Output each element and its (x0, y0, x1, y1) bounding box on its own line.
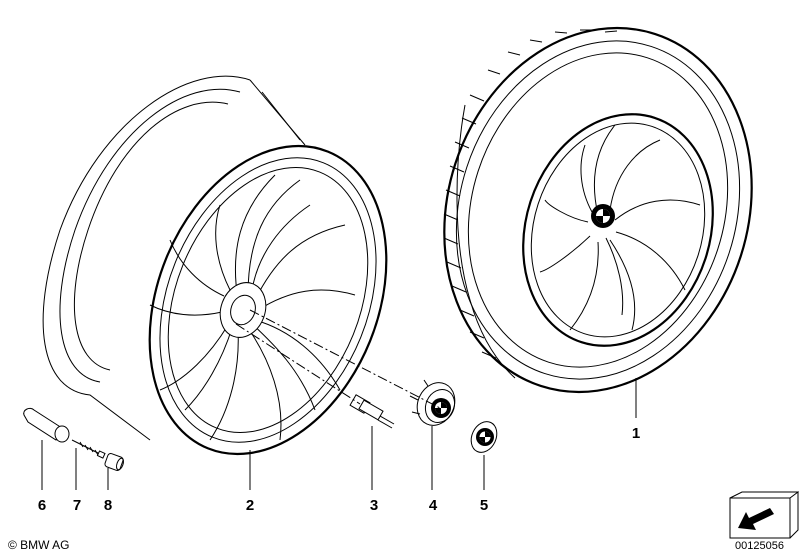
callout-5: 5 (480, 497, 488, 514)
callout-1: 1 (632, 425, 640, 442)
rim-spokes (149, 174, 356, 441)
callout-2: 2 (246, 497, 254, 514)
tyre-outer (443, 26, 753, 394)
callout-6: 6 (38, 497, 46, 514)
valve-cap-drawing (104, 453, 124, 471)
emblem-drawing (470, 421, 498, 453)
tyre-tread (443, 29, 618, 379)
callout-7: 7 (73, 497, 81, 514)
assembly-axis (249, 309, 441, 409)
wheel-rim (522, 113, 714, 347)
wheel-spokes (539, 124, 701, 331)
valve-insert-drawing (71, 439, 106, 459)
callout-3: 3 (370, 497, 378, 514)
callout-8: 8 (104, 497, 112, 514)
bolt-axis (235, 323, 361, 405)
copyright-text: © BMW AG (8, 538, 70, 552)
callout-4: 4 (429, 497, 438, 514)
tyre-valve-drawing (23, 407, 70, 443)
rim-hub (219, 282, 267, 338)
wheel-tyre-drawing (443, 26, 753, 394)
view-direction-arrow-icon (729, 491, 799, 539)
wheel-bolt-drawing (349, 394, 395, 429)
leader-lines (41, 378, 637, 490)
wheel-center-roundel-icon (591, 204, 615, 228)
drawing-id: 00125056 (735, 540, 784, 552)
rim-drawing (42, 75, 388, 456)
hub-cap-drawing (409, 379, 456, 426)
